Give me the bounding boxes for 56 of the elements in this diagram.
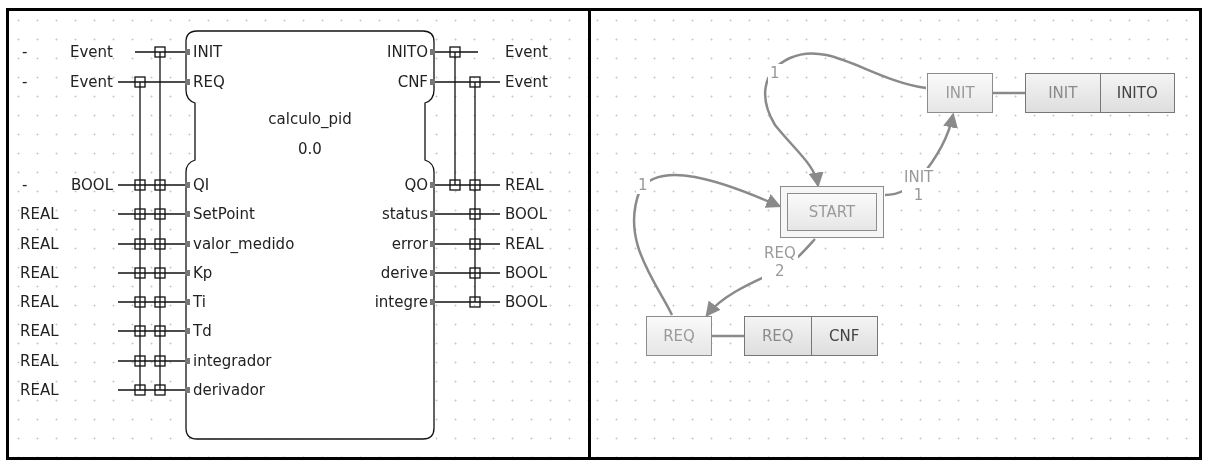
input-pin-name: SetPoint (193, 205, 255, 223)
input-pin-name: Td (193, 322, 212, 340)
data-type: REAL (20, 322, 59, 340)
data-type: BOOL (505, 264, 547, 282)
unconnected-mark: - (22, 176, 28, 194)
output-pin-name: CNF (397, 73, 428, 91)
transition-arrow (764, 52, 927, 188)
output-pin-name: integre (374, 293, 428, 311)
output-pin-name: status (381, 205, 428, 223)
data-type: BOOL (71, 176, 113, 194)
data-type: REAL (20, 293, 59, 311)
input-pin-name: INIT (193, 43, 223, 61)
unconnected-mark: - (22, 43, 28, 61)
data-type: Event (505, 73, 548, 91)
data-type: Event (505, 43, 548, 61)
data-type: REAL (20, 352, 59, 370)
algorithm-name: REQ (760, 326, 795, 347)
algorithm-name: INIT (1047, 83, 1079, 104)
data-type: BOOL (505, 205, 547, 223)
block-version: 0.0 (297, 140, 323, 158)
action-box (1025, 73, 1175, 113)
data-type: REAL (20, 264, 59, 282)
output-event: CNF (810, 317, 877, 355)
input-pin-name: derivador (193, 381, 266, 399)
input-pin-name: Ti (193, 293, 206, 311)
transition-condition: REQ 2 (762, 244, 798, 280)
input-pin-name: Kp (193, 264, 213, 282)
data-type: Event (70, 73, 113, 91)
data-type: BOOL (505, 293, 547, 311)
data-type: Event (70, 43, 113, 61)
data-type: REAL (505, 176, 544, 194)
action-link (712, 334, 744, 338)
transition-arrow (632, 173, 782, 316)
data-type: REAL (20, 381, 59, 399)
transition-condition: 1 (768, 64, 782, 82)
state-box: INIT (927, 73, 993, 113)
initial-state-box (780, 186, 884, 238)
unconnected-mark: - (22, 73, 28, 91)
block-name: calculo_pid (267, 110, 353, 128)
data-type: REAL (505, 235, 544, 253)
output-pin-name: INITO (386, 43, 428, 61)
transition-condition: 1 (636, 176, 650, 194)
action-box (744, 316, 878, 356)
input-pin-name: valor_medido (193, 235, 295, 253)
state-name: START (787, 193, 877, 231)
input-pin-name: QI (193, 176, 210, 194)
output-pin-name: derive (380, 264, 428, 282)
input-pin-name: REQ (193, 73, 225, 91)
action-link (993, 91, 1025, 95)
state-box: REQ (646, 316, 712, 356)
output-pin-name: QO (404, 176, 428, 194)
data-type: REAL (20, 235, 59, 253)
data-type: REAL (20, 205, 59, 223)
output-pin-name: error (391, 235, 428, 253)
output-event: INITO (1099, 74, 1174, 112)
input-pin-name: integrador (193, 352, 272, 370)
